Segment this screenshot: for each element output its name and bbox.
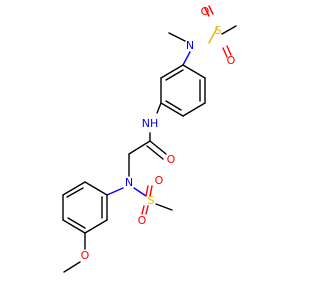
bond-ring1-nh [156,102,162,114]
ring1-bond-6-inner [165,69,184,81]
ring2-bond-5 [84,219,108,234]
molecule-structure: N S O O NH O N S O O O [62,5,237,273]
bond-s-o1-central [145,185,149,197]
atom-o-amide: O [167,153,176,166]
bond-s-o2-central [141,205,145,215]
ring1-bond-4-inner [165,100,182,111]
ring1-bond-3 [182,102,206,117]
atom-n-central: N [125,176,133,189]
bond-carbonyl-o-double [146,145,164,160]
ring1-bond-4 [160,102,184,117]
bond-s-methyl-central [155,203,173,211]
atom-o-central-2: O [138,214,147,227]
ring2-bond-4 [62,219,86,234]
atom-s-central: S [148,194,155,207]
atom-s-top: S [215,24,222,37]
bond-carbonyl-o [149,140,167,155]
bond-s-methyl-top [221,25,237,35]
ring2-bond-1 [84,181,108,196]
ring2-bond-4-inner [67,217,86,229]
bond-s-o1b-top [208,5,214,15]
bond-s-o1-top [204,7,210,17]
ring1-bond-1 [182,64,206,79]
bond-s-n-top [208,27,218,44]
atom-n-top: N [186,39,194,52]
bond-s-o2b-central [145,205,149,215]
atom-o-top-1: O [201,5,210,18]
bond-n-ring1 [182,51,191,66]
bond-n-methyl-top [168,32,186,42]
ring2-bond-2-inner [66,187,84,198]
atom-nh-amide: NH [142,117,159,130]
bond-carbonyl-ch2 [128,140,151,155]
atom-o-central-1: O [155,174,164,187]
molecule-diagram: N S O O NH O N S O O O [62,5,237,273]
bond-s-o2-top [226,45,232,56]
ring1-bond-6 [160,64,184,79]
bond-n-s-central [133,187,147,197]
atom-o-top-2: O [227,54,236,67]
bond-s-o2b-top [222,47,228,58]
ring2-bond-2 [62,181,86,196]
atom-o-methoxy: O [81,249,90,262]
bond-o-methyl-methoxy [63,261,81,273]
bond-s-o1b-central [149,185,153,197]
bond-n-ring2 [106,187,124,196]
